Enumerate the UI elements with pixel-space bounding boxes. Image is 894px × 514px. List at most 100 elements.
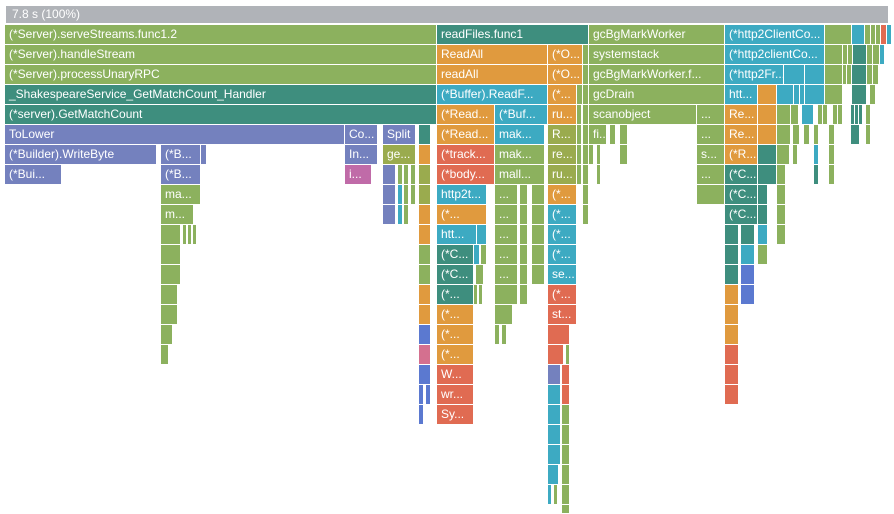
- flamegraph-frame[interactable]: [873, 45, 880, 65]
- flamegraph-frame[interactable]: re...: [548, 145, 577, 165]
- flamegraph-frame[interactable]: [161, 285, 178, 305]
- flamegraph-frame[interactable]: ...: [697, 105, 725, 125]
- flamegraph-frame[interactable]: (*http2clientCo...: [725, 45, 825, 65]
- flamegraph-frame[interactable]: [520, 285, 528, 305]
- flamegraph-frame[interactable]: [548, 445, 561, 465]
- flamegraph-frame[interactable]: [802, 105, 814, 125]
- flamegraph-frame[interactable]: [758, 145, 777, 165]
- flamegraph-frame[interactable]: [183, 225, 187, 245]
- flamegraph-frame[interactable]: (*...: [548, 285, 577, 305]
- flamegraph-frame[interactable]: [201, 145, 207, 165]
- flamegraph-frame[interactable]: [161, 225, 181, 245]
- flamegraph-frame[interactable]: [620, 125, 628, 145]
- flamegraph-frame[interactable]: (*Buf...: [495, 105, 548, 125]
- flamegraph-frame[interactable]: [383, 205, 396, 225]
- flamegraph-frame[interactable]: mall...: [495, 165, 545, 185]
- flamegraph-frame[interactable]: Sy...: [437, 405, 474, 425]
- flamegraph-frame[interactable]: m...: [161, 205, 194, 225]
- flamegraph-frame[interactable]: [577, 145, 582, 165]
- flamegraph-frame[interactable]: [495, 305, 513, 325]
- flamegraph-frame[interactable]: [741, 285, 755, 305]
- flamegraph-frame[interactable]: (*O...: [548, 45, 583, 65]
- flamegraph-frame[interactable]: [562, 365, 570, 385]
- flamegraph-frame[interactable]: [851, 105, 855, 125]
- flamegraph-frame[interactable]: [833, 105, 838, 125]
- flamegraph-frame[interactable]: [865, 25, 871, 45]
- flamegraph-frame[interactable]: [562, 505, 570, 514]
- flamegraph-frame[interactable]: [829, 125, 835, 145]
- flamegraph-frame[interactable]: (*C...: [725, 185, 758, 205]
- flamegraph-frame[interactable]: [825, 45, 843, 65]
- flamegraph-frame[interactable]: htt...: [437, 225, 477, 245]
- flamegraph-frame[interactable]: [419, 125, 431, 145]
- flamegraph-frame[interactable]: [758, 205, 768, 225]
- flamegraph-frame[interactable]: [419, 205, 431, 225]
- flamegraph-frame[interactable]: gcBgMarkWorker: [589, 25, 725, 45]
- flamegraph-frame[interactable]: [161, 305, 178, 325]
- flamegraph-frame[interactable]: (*Bui...: [5, 165, 62, 185]
- flamegraph-frame[interactable]: [548, 425, 561, 445]
- flamegraph-frame[interactable]: [520, 205, 528, 225]
- flamegraph-frame[interactable]: R...: [548, 125, 577, 145]
- flamegraph-frame[interactable]: [383, 185, 396, 205]
- flamegraph-frame[interactable]: (*Server).serveStreams.func1.2: [5, 25, 437, 45]
- flamegraph-frame[interactable]: [597, 165, 601, 185]
- flamegraph-frame[interactable]: [577, 125, 582, 145]
- flamegraph-frame[interactable]: [532, 265, 545, 285]
- flamegraph-frame[interactable]: [876, 25, 881, 45]
- flamegraph-frame[interactable]: [825, 25, 852, 45]
- flamegraph-frame[interactable]: (*O...: [548, 65, 583, 85]
- flamegraph-frame[interactable]: [855, 105, 859, 125]
- flamegraph-frame[interactable]: readFiles.func1: [437, 25, 589, 45]
- flamegraph-frame[interactable]: ge...: [383, 145, 416, 165]
- flamegraph-frame[interactable]: [758, 185, 768, 205]
- flamegraph-frame[interactable]: [852, 25, 865, 45]
- flamegraph-frame[interactable]: [791, 105, 799, 125]
- flamegraph-frame[interactable]: [419, 145, 431, 165]
- flamegraph-frame[interactable]: [479, 285, 483, 305]
- flamegraph-frame[interactable]: [548, 465, 559, 485]
- flamegraph-frame[interactable]: [520, 245, 528, 265]
- flamegraph-frame[interactable]: [805, 85, 825, 105]
- flamegraph-frame[interactable]: [847, 65, 852, 85]
- flamegraph-frame[interactable]: (*C...: [725, 205, 758, 225]
- flamegraph-frame[interactable]: W...: [437, 365, 474, 385]
- flamegraph-frame[interactable]: [758, 125, 777, 145]
- flamegraph-frame[interactable]: (*Server).handleStream: [5, 45, 437, 65]
- flamegraph-frame[interactable]: [880, 45, 885, 65]
- flamegraph-frame[interactable]: [597, 145, 601, 165]
- flamegraph-frame[interactable]: (*...: [437, 205, 487, 225]
- flamegraph-frame[interactable]: [843, 45, 848, 65]
- flamegraph-frame[interactable]: [419, 285, 431, 305]
- flamegraph-frame[interactable]: [829, 165, 835, 185]
- flamegraph-frame[interactable]: (*...: [437, 345, 474, 365]
- flamegraph-frame[interactable]: [758, 105, 777, 125]
- flamegraph-frame[interactable]: (*...: [548, 245, 577, 265]
- flamegraph-frame[interactable]: (*...: [548, 205, 577, 225]
- flamegraph-frame[interactable]: http2t...: [437, 185, 487, 205]
- flamegraph-frame[interactable]: [853, 45, 867, 65]
- flamegraph-frame[interactable]: [758, 85, 777, 105]
- flamegraph-frame[interactable]: [758, 225, 768, 245]
- flamegraph-frame[interactable]: ru...: [548, 165, 577, 185]
- flamegraph-frame[interactable]: [583, 185, 589, 205]
- flamegraph-frame[interactable]: (*...: [548, 225, 577, 245]
- flamegraph-frame[interactable]: [577, 165, 582, 185]
- flamegraph-frame[interactable]: [404, 185, 409, 205]
- flamegraph-frame[interactable]: [404, 165, 409, 185]
- flamegraph-frame[interactable]: [866, 105, 871, 125]
- flamegraph-frame[interactable]: [794, 85, 800, 105]
- flamegraph-frame[interactable]: [419, 165, 431, 185]
- flamegraph-frame[interactable]: [825, 65, 843, 85]
- flamegraph-frame[interactable]: [474, 245, 480, 265]
- flamegraph-frame[interactable]: [548, 345, 564, 365]
- flamegraph-frame[interactable]: _ShakespeareService_GetMatchCount_Handle…: [5, 85, 437, 105]
- flamegraph-frame[interactable]: [866, 125, 871, 145]
- flamegraph-frame[interactable]: [777, 125, 791, 145]
- flamegraph-frame[interactable]: [548, 365, 561, 385]
- flamegraph-frame[interactable]: [583, 125, 589, 145]
- flamegraph-frame[interactable]: [161, 265, 181, 285]
- flamegraph-frame[interactable]: [398, 205, 403, 225]
- flamegraph-frame[interactable]: [481, 245, 487, 265]
- flamegraph-frame[interactable]: htt...: [725, 85, 758, 105]
